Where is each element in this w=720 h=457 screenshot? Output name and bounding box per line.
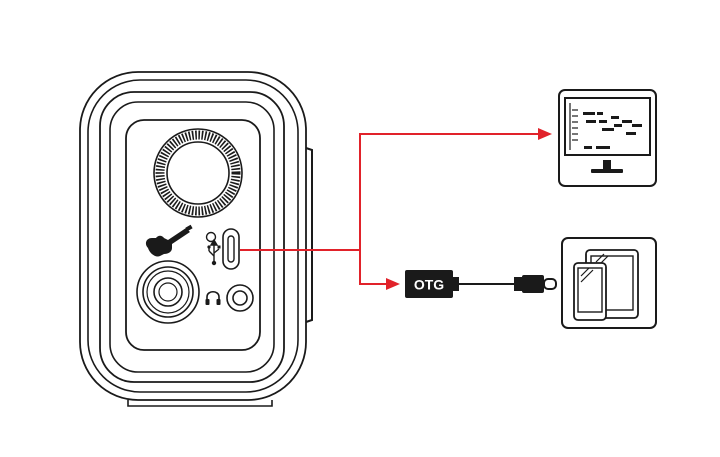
audio-interface-icon	[79, 71, 313, 407]
gain-knob-icon	[153, 128, 243, 218]
phone-tablet-icon	[561, 237, 657, 329]
usb-c-port-icon	[222, 228, 240, 270]
arrow-to-otg-icon	[386, 278, 400, 290]
status-led	[205, 231, 217, 243]
connection-lines	[240, 133, 541, 285]
otg-label: OTG	[414, 277, 444, 293]
computer-monitor-icon	[558, 89, 657, 187]
headphones-icon	[205, 290, 221, 305]
usb-icon	[207, 238, 221, 266]
instrument-jack-icon	[136, 260, 200, 324]
mobile-connection-line	[359, 250, 389, 285]
computer-connection-line	[240, 133, 541, 251]
otg-adapter: OTG	[405, 270, 459, 298]
headphone-jack-icon	[226, 284, 254, 312]
arrow-to-computer-icon	[538, 128, 552, 140]
guitar-icon	[145, 224, 193, 257]
usb-c-cable-icon	[459, 275, 557, 293]
